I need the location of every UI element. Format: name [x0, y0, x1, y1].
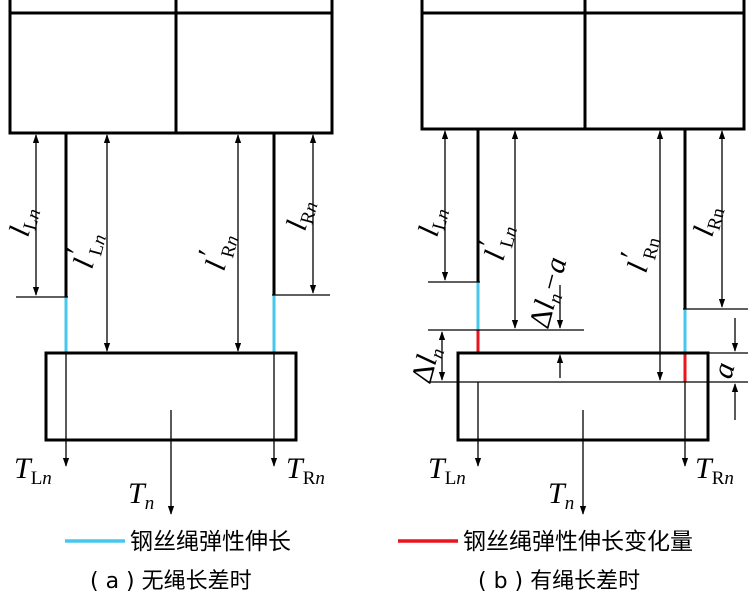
- legend-label-b: 钢丝绳弹性伸长变化量: [463, 529, 693, 555]
- label-l-Ln-b: lLn: [412, 203, 454, 241]
- drum-box-b: [420, 0, 746, 131]
- label-dl-b: Δln: [405, 342, 449, 387]
- label-lp-Rn-a: l′Rn: [189, 227, 243, 275]
- label-T-n-b: Tn: [548, 477, 574, 514]
- label-lp-Rn-b: l′Rn: [611, 228, 665, 276]
- label-T-n-a: Tn: [128, 477, 154, 514]
- label-lp-Ln-b: l′Ln: [468, 218, 522, 265]
- label-T-Ln-b: TLn: [428, 452, 466, 489]
- label-l-Rn-a: lRn: [280, 196, 323, 235]
- panel-b: lLn l′Ln Δln−a l′Rn lRn Δln a TLn TRn Tn: [398, 0, 748, 594]
- legend-label-a: 钢丝绳弹性伸长: [130, 529, 291, 555]
- caption-a: ( a ) 无绳长差时: [90, 569, 252, 594]
- label-l-Rn-b: lRn: [687, 201, 730, 240]
- label-a-b: a: [706, 359, 742, 382]
- label-l-Ln-a: lLn: [3, 203, 45, 241]
- label-T-Ln-a: TLn: [14, 452, 52, 489]
- label-dl-a: Δln−a: [523, 253, 577, 332]
- drum-box-a: [8, 0, 334, 135]
- label-T-Rn-b: TRn: [695, 452, 734, 489]
- caption-b: ( b ) 有绳长差时: [478, 569, 640, 594]
- panel-a: lLn l′Ln l′Rn lRn TLn TRn Tn 钢丝绳弹性伸长 ( a…: [3, 0, 334, 594]
- label-T-Rn-a: TRn: [286, 452, 325, 489]
